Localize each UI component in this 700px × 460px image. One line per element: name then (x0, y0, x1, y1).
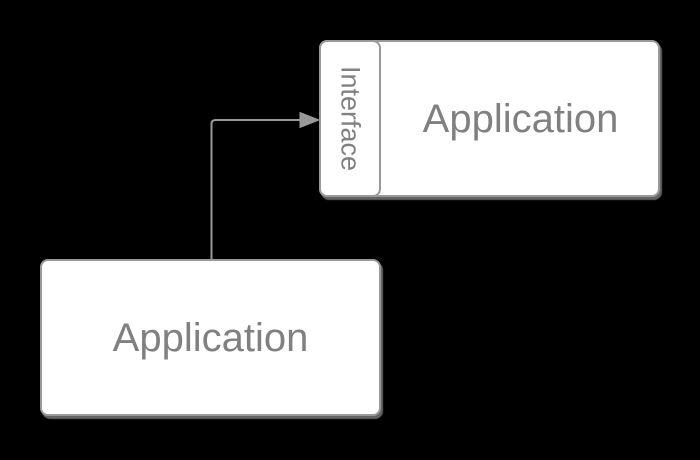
arrowhead-icon (299, 111, 321, 129)
interface-label: Interface (335, 65, 366, 172)
node-application-upper-label: Application (422, 96, 619, 141)
node-interface-strip: Interface (319, 40, 381, 197)
node-application-lower: Application (40, 259, 381, 416)
node-application-lower-label: Application (112, 315, 309, 360)
connector-line (210, 119, 301, 260)
